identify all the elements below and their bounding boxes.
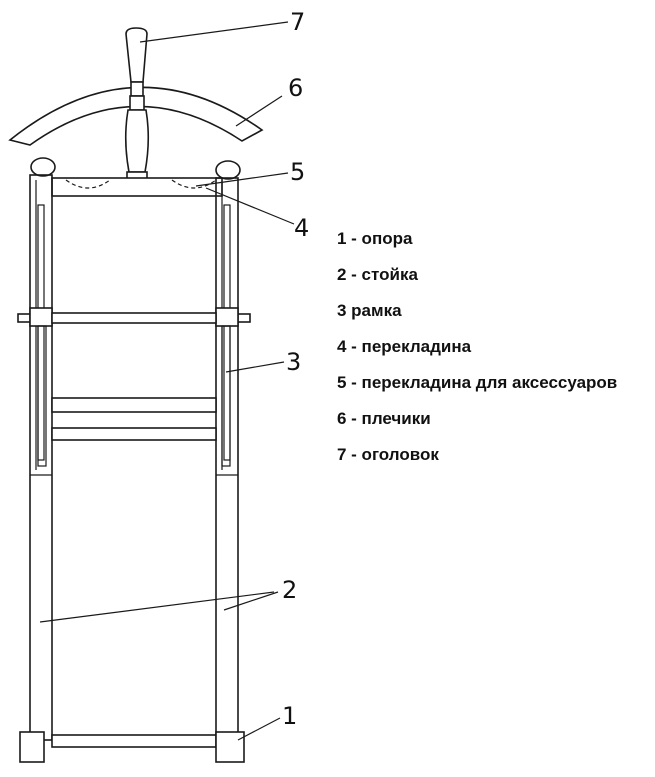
frame-top-rail: [51, 312, 217, 324]
right-support-foot: [215, 731, 245, 763]
callout-6: 6: [288, 74, 303, 102]
left-upright-slot: [37, 204, 45, 461]
leader-2b: [223, 591, 279, 611]
legend-item-support: 1 - опора: [337, 229, 413, 248]
right-upright: [215, 177, 239, 741]
legend-item-accessory-bar: 5 - перекладина для аксессуаров: [337, 373, 618, 392]
right-upright-slot: [223, 204, 231, 461]
left-finial: [30, 157, 56, 177]
callout-2: 2: [282, 576, 297, 604]
right-frame-side: [221, 325, 231, 467]
base-crossbar: [51, 734, 217, 748]
callout-3: 3: [286, 348, 301, 376]
top-knob: [125, 27, 148, 83]
right-clamp-screw: [237, 313, 251, 323]
accessory-hook-right: [171, 179, 217, 189]
legend-item-hanger: 6 - плечики: [337, 409, 431, 428]
left-clamp: [29, 307, 53, 327]
leader-1: [237, 717, 281, 741]
frame-rail-lower: [51, 427, 217, 441]
left-frame-side: [37, 325, 47, 467]
legend-item-frame: 3 рамка: [337, 301, 402, 320]
hanger-shoulders: [8, 86, 264, 146]
parts-legend: 1 - опора 2 - стойка 3 рамка 4 - перекла…: [337, 226, 617, 478]
callout-4: 4: [294, 214, 309, 242]
leader-4: [205, 187, 295, 225]
callout-1: 1: [282, 702, 297, 730]
leader-3: [225, 361, 285, 373]
callout-7: 7: [290, 8, 305, 36]
left-support-foot: [19, 731, 45, 763]
leader-2a: [39, 591, 275, 623]
right-finial: [215, 160, 241, 180]
frame-rail-middle: [51, 397, 217, 413]
legend-item-upright: 2 - стойка: [337, 265, 418, 284]
right-clamp: [215, 307, 239, 327]
knob-neck: [130, 81, 144, 97]
upper-crossbar: [51, 177, 223, 197]
legend-item-crossbar: 4 - перекладина: [337, 337, 472, 356]
left-clamp-screw: [17, 313, 31, 323]
post-collar: [129, 95, 145, 111]
leader-7: [139, 21, 289, 43]
center-post: [124, 109, 150, 173]
leader-6: [235, 95, 283, 127]
callout-5: 5: [290, 158, 305, 186]
legend-item-knob: 7 - оголовок: [337, 445, 439, 464]
accessory-hook-left: [65, 179, 111, 189]
leader-5: [195, 172, 289, 187]
left-upright: [29, 174, 53, 741]
